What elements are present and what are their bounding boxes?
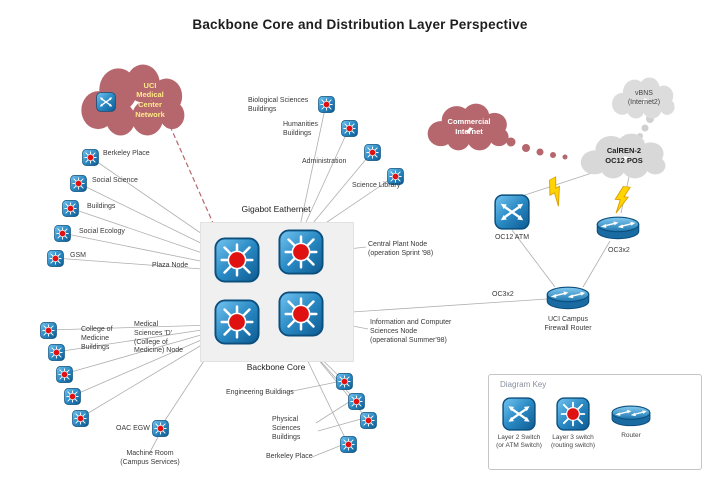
layer3-switch-icon xyxy=(278,229,324,275)
layer3-switch-icon xyxy=(48,344,65,361)
router-icon xyxy=(610,403,652,428)
layer3-switch-icon xyxy=(348,393,365,410)
label-physical-sciences: Physical Sciences Buildings xyxy=(272,416,301,441)
label-social-science: Social Science xyxy=(92,177,138,184)
label-buildings: Buildings xyxy=(87,203,116,210)
layer3-switch-icon xyxy=(336,373,353,390)
label-plaza-node: Plaza Node xyxy=(152,262,189,269)
layer2-switch-icon xyxy=(96,92,116,112)
layer3-switch-icon xyxy=(152,420,169,437)
label-biological-sciences: Biological Sciences Buildings xyxy=(248,97,309,113)
layer3-switch-icon xyxy=(214,299,260,345)
uci-medical-cloud-label: UCI Medical Center Network xyxy=(135,80,165,119)
diagram-title: Backbone Core and Distribution Layer Per… xyxy=(192,17,528,32)
layer3-switch-icon xyxy=(70,175,87,192)
layer2-switch-icon xyxy=(502,397,536,431)
layer3-switch-icon xyxy=(340,436,357,453)
layer3-switch-icon xyxy=(360,412,377,429)
diagram-key-title: Diagram Key xyxy=(500,380,547,389)
layer3-switch-icon xyxy=(72,410,89,427)
label-humanities: Humanities Buildings xyxy=(283,121,319,137)
key-label-layer2: Layer 2 Switch (or ATM Switch) xyxy=(496,434,542,450)
label-college-of-medicine: College of Medicine Buildings xyxy=(81,326,113,351)
layer2-switch-icon xyxy=(494,194,530,230)
router-icon xyxy=(545,284,591,311)
lightning-icon xyxy=(613,185,632,215)
label-machine-room: Machine Room (Campus Services) xyxy=(120,450,180,466)
layer3-switch-icon xyxy=(341,120,358,137)
label-info-sciences-node: Information and Computer Sciences Node (… xyxy=(370,319,452,344)
label-oc3x2-router: OC3x2 xyxy=(608,247,630,254)
layer3-switch-icon xyxy=(62,200,79,217)
key-label-layer3: Layer 3 switch (routing switch) xyxy=(550,434,596,450)
label-berkeley-place-bottom: Berkeley Place xyxy=(266,453,313,460)
label-oac-egw: OAC EGW xyxy=(116,425,150,432)
calren-cloud-label: CalREN-2 OC12 POS xyxy=(605,146,643,165)
layer3-switch-icon xyxy=(318,96,335,113)
label-gsm: GSM xyxy=(70,252,86,259)
commercial-internet-cloud-label: Commercial Internet xyxy=(447,117,491,136)
key-label-router: Router xyxy=(621,432,641,439)
calren-cloud: CalREN-2 OC12 POS xyxy=(578,132,670,180)
label-oc3x2-link: OC3x2 xyxy=(492,291,514,298)
layer3-switch-icon xyxy=(278,291,324,337)
label-science-library: Science Library xyxy=(352,182,401,189)
layer3-switch-icon xyxy=(364,144,381,161)
label-administration: Administration xyxy=(302,158,347,165)
vbns-cloud: vBNS (Internet2) xyxy=(610,76,678,120)
layer3-switch-icon xyxy=(54,225,71,242)
layer3-switch-icon xyxy=(214,237,260,283)
label-social-ecology: Social Ecology xyxy=(79,228,125,235)
label-firewall-router: UCI Campus Firewall Router xyxy=(544,316,592,332)
layer3-switch-icon xyxy=(82,149,99,166)
label-berkeley-place: Berkeley Place xyxy=(103,150,150,157)
layer3-switch-icon xyxy=(64,388,81,405)
gigabit-ethernet-label: Gigabot Eathernet xyxy=(241,204,311,214)
router-icon xyxy=(595,214,641,241)
vbns-cloud-label: vBNS (Internet2) xyxy=(627,89,661,106)
label-central-plant-node: Central Plant Node (operation Sprint '98… xyxy=(368,241,434,257)
label-engineering: Engineering Buildings xyxy=(226,389,294,396)
label-medical-sciences-node: Medical Sciences 'D' (College of Medicin… xyxy=(134,321,184,355)
layer3-switch-icon xyxy=(556,397,590,431)
layer3-switch-icon xyxy=(47,250,64,267)
layer3-switch-icon xyxy=(40,322,57,339)
commercial-internet-cloud: Commercial Internet xyxy=(425,102,513,152)
layer3-switch-icon xyxy=(56,366,73,383)
backbone-core-label: Backbone Core xyxy=(246,362,306,372)
label-oc12-atm: OC12 ATM xyxy=(494,234,530,241)
uci-medical-cloud: UCI Medical Center Network xyxy=(78,62,190,138)
